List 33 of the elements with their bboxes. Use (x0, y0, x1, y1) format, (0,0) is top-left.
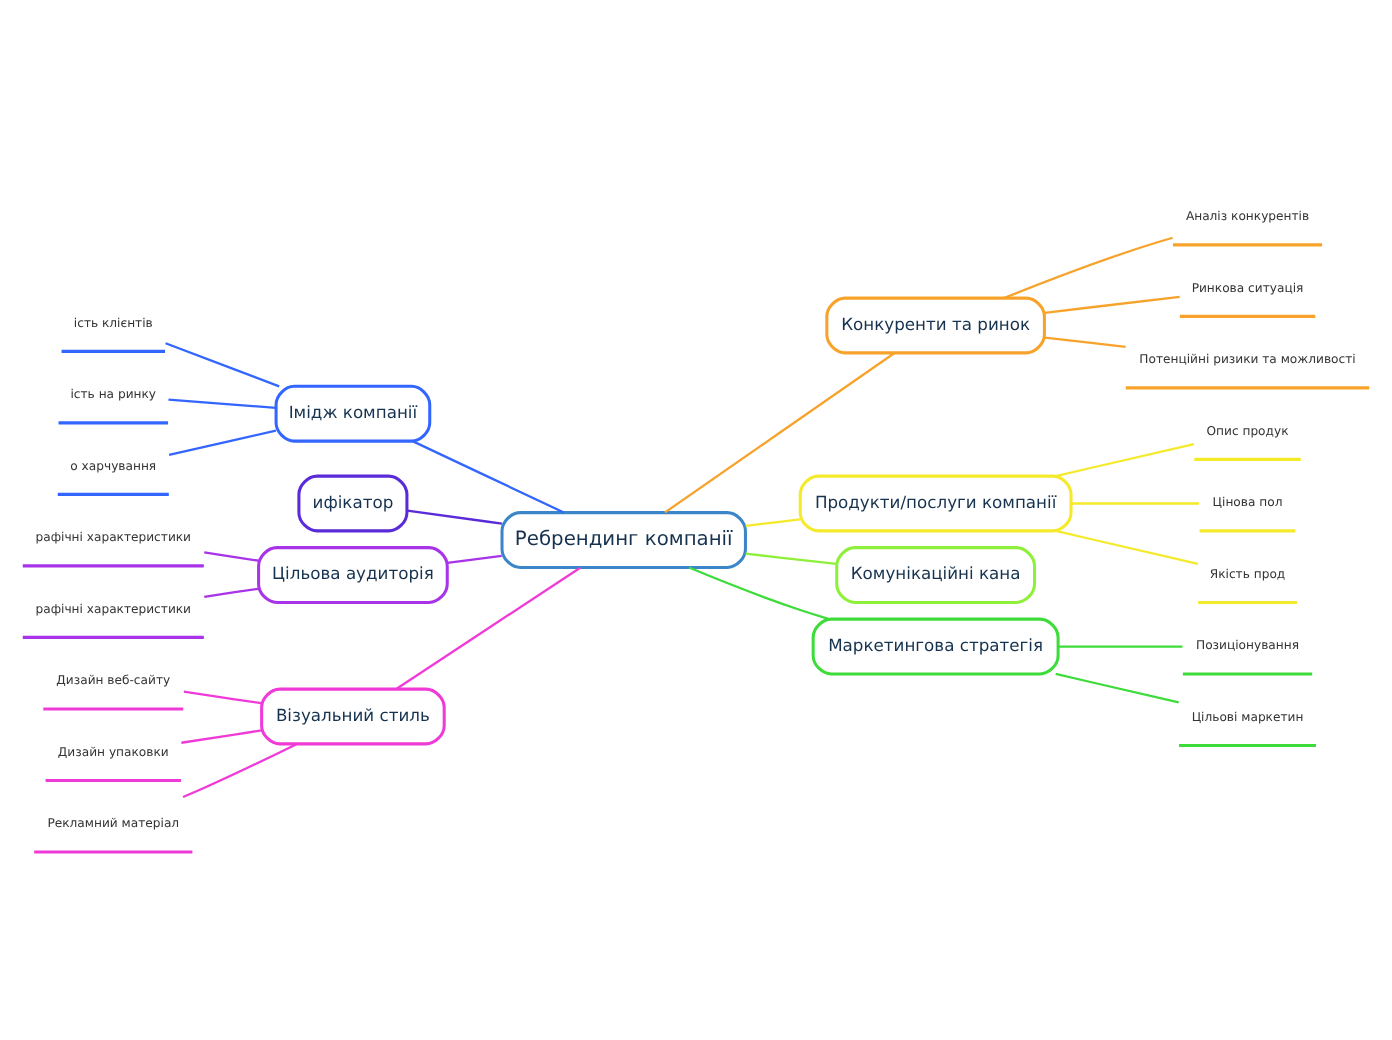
node-box: ифікатор (297, 473, 409, 532)
node-box: Маркетингова стратегія (811, 616, 1060, 675)
connector (168, 428, 277, 455)
connector (447, 553, 502, 563)
connector (407, 508, 502, 524)
node-box: Імідж компанії (274, 383, 432, 442)
connector (412, 439, 565, 513)
connector (181, 728, 262, 743)
node-box: Цільова аудиторія (257, 545, 449, 603)
connector (395, 565, 581, 689)
connector (1044, 294, 1180, 313)
node-box: Комунікаційні кана (835, 545, 1037, 603)
connector (1055, 528, 1199, 564)
connector (1058, 644, 1183, 647)
connector (204, 586, 259, 597)
connector (745, 517, 800, 526)
connector (688, 565, 829, 620)
node-box: Конкуренти та ринок (825, 295, 1046, 354)
connector (1044, 335, 1126, 347)
connector (204, 550, 259, 561)
connector (168, 397, 277, 409)
connector (182, 742, 297, 798)
connector (1055, 441, 1195, 477)
connector (1055, 671, 1179, 703)
connector (165, 341, 280, 387)
connector (745, 551, 837, 565)
connector (1003, 235, 1173, 299)
connector (183, 689, 262, 704)
node-box: Ребрендинг компанії (500, 510, 747, 568)
connector (664, 351, 896, 513)
node-box: Продукти/послуги компанії (798, 473, 1073, 532)
node-box: Візуальний стиль (260, 686, 446, 745)
connector (1071, 501, 1199, 504)
